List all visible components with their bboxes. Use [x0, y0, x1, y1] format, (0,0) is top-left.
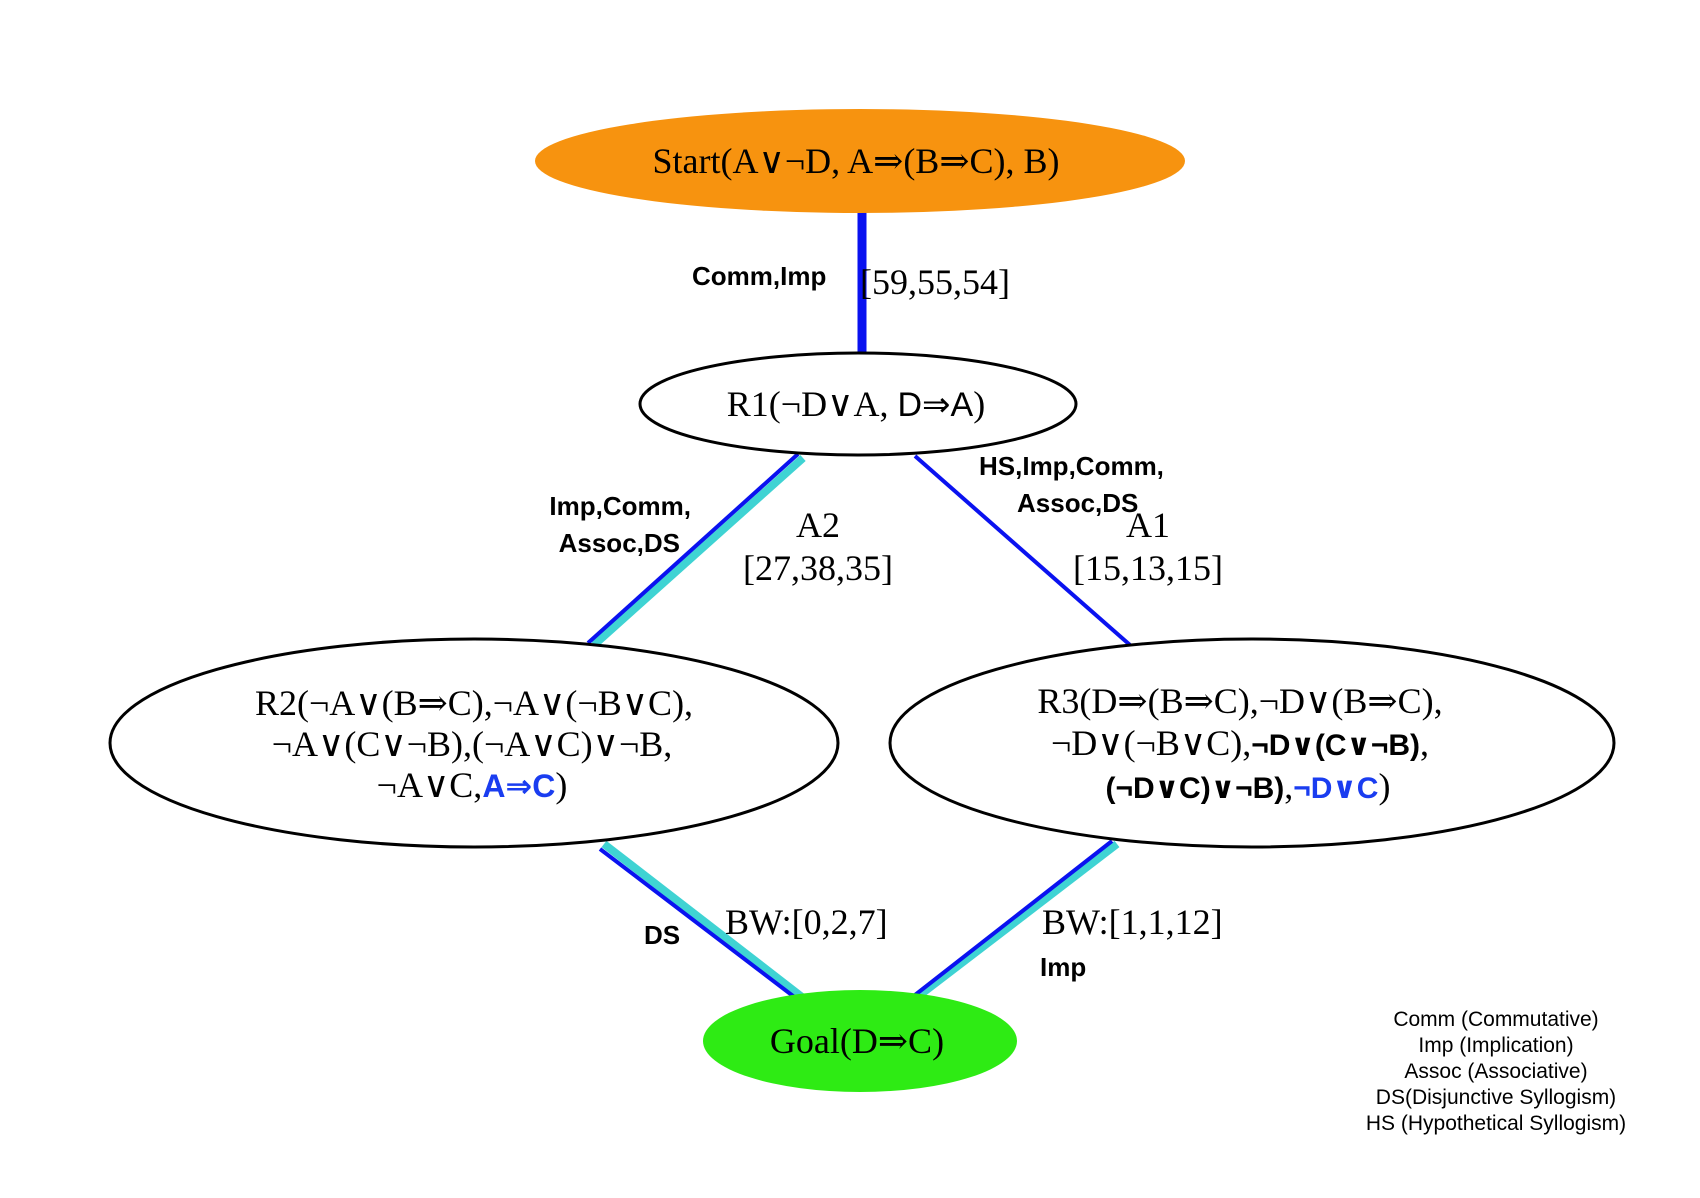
node-r2-line1: R2(¬A∨(B⇒C),¬A∨(¬B∨C), [255, 683, 693, 723]
node-r3-line1: R3(D⇒(B⇒C),¬D∨(B⇒C), [1037, 681, 1442, 721]
legend: Comm (Commutative) Imp (Implication) Ass… [1366, 1008, 1626, 1135]
node-r1-shape [638, 351, 1078, 457]
edge-start-r1-rules: Comm,Imp [692, 261, 826, 291]
node-r3-line3-suffix: ) [1378, 766, 1390, 806]
node-r1-bold: D⇒A [897, 386, 973, 424]
edge-r1-r2-rules-1: Imp,Comm, [549, 491, 691, 521]
node-r3: R3(D⇒(B⇒C),¬D∨(B⇒C), ¬D∨(¬B∨C),¬D∨(C∨¬B)… [888, 637, 1616, 849]
node-r3-line3: (¬D∨C)∨¬B),¬D∨C) [1106, 766, 1391, 806]
edge-r1-r3-rules-1: HS,Imp,Comm, [979, 451, 1164, 481]
edge-r1-r3-values: [15,13,15] [1073, 548, 1223, 588]
edge-r1-r3-name: A1 [1126, 505, 1170, 545]
node-r3-line2: ¬D∨(¬B∨C),¬D∨(C∨¬B), [1051, 723, 1429, 763]
node-r2-line3-suffix: ) [555, 765, 567, 805]
edge-labels: Comm,Imp [59,55,54] Imp,Comm, Assoc,DS A… [549, 261, 1223, 982]
node-start: Start(A∨¬D, A⇒(B⇒C), B) [535, 109, 1185, 213]
node-r3-shape [888, 637, 1616, 849]
node-r1: R1(¬D∨A, D⇒A) [638, 351, 1078, 457]
edge-r1-r2-values: [27,38,35] [743, 548, 893, 588]
edge-r1-r2 [586, 452, 800, 645]
legend-item: Comm (Commutative) [1393, 1008, 1598, 1031]
edge-r3-goal [913, 839, 1114, 997]
node-start-label: Start(A∨¬D, A⇒(B⇒C), B) [653, 141, 1060, 181]
node-r3-line2-suffix: , [1420, 723, 1429, 763]
edge-r2-goal-values: BW:[0,2,7] [725, 902, 888, 942]
edge-r1-r3 [913, 454, 1132, 647]
node-r2-highlight: A⇒C [482, 768, 555, 804]
node-r3-highlight: ¬D∨C [1293, 772, 1378, 805]
node-goal-shape [703, 990, 1017, 1092]
node-goal: Goal(D⇒C) [703, 990, 1017, 1092]
edge-r1-r2-rules-2: Assoc,DS [559, 528, 680, 558]
node-r1-prefix: R1(¬D∨A, [727, 384, 898, 424]
node-r3-line3-sep: , [1284, 766, 1293, 806]
node-r3-line2-bold: ¬D∨(C∨¬B) [1251, 729, 1420, 762]
node-r3-line3-bold: (¬D∨C)∨¬B) [1106, 772, 1285, 805]
node-r3-line2-prefix: ¬D∨(¬B∨C), [1051, 723, 1251, 763]
node-goal-label: Goal(D⇒C) [770, 1021, 944, 1061]
legend-item: Assoc (Associative) [1404, 1060, 1587, 1083]
edge-r2-goal [598, 847, 799, 1001]
legend-item: HS (Hypothetical Syllogism) [1366, 1112, 1626, 1135]
edge-r1-r2-highlight [591, 455, 806, 648]
edge-r3-goal-rules: Imp [1040, 952, 1086, 982]
node-r2: R2(¬A∨(B⇒C),¬A∨(¬B∨C), ¬A∨(C∨¬B),(¬A∨C)∨… [108, 637, 840, 849]
edge-r2-goal-rules: DS [644, 920, 680, 950]
edge-r2-goal-highlight [601, 840, 805, 1001]
edge-r1-r2-name: A2 [796, 505, 840, 545]
node-r1-suffix: ) [973, 384, 985, 424]
edge-r3-goal-highlight [917, 840, 1120, 999]
node-start-shape [535, 109, 1185, 213]
node-r1-label: R1(¬D∨A, D⇒A) [727, 384, 985, 424]
node-r2-line3-prefix: ¬A∨C, [377, 765, 483, 805]
legend-item: DS(Disjunctive Syllogism) [1376, 1086, 1616, 1109]
node-r2-shape [108, 637, 840, 849]
edge-start-r1-values: [59,55,54] [860, 262, 1010, 302]
edge-r1-r3-rules-2: Assoc,DS [1017, 488, 1138, 518]
edge-r3-goal-values: BW:[1,1,12] [1042, 902, 1223, 942]
edges [586, 212, 1132, 1001]
node-r2-line3: ¬A∨C,A⇒C) [377, 765, 568, 805]
legend-item: Imp (Implication) [1418, 1034, 1573, 1057]
node-r2-line2: ¬A∨(C∨¬B),(¬A∨C)∨¬B, [272, 724, 673, 764]
